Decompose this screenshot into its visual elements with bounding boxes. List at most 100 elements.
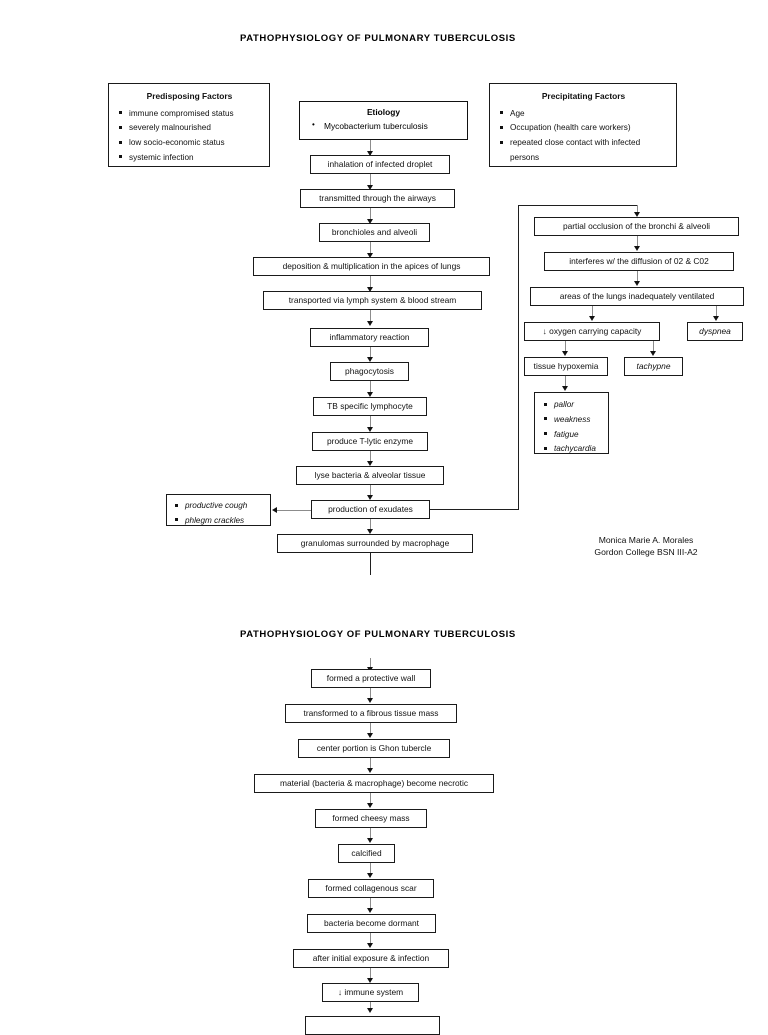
arrow-down-icon	[366, 1008, 373, 1013]
connector-line	[370, 723, 371, 735]
author-credit: Monica Marie A. Morales Gordon College B…	[594, 535, 698, 558]
flow-box-calcified: calcified	[338, 844, 395, 863]
flow-box-lyse-bacteria: lyse bacteria & alveolar tissue	[296, 466, 444, 485]
cough-symptoms-panel: productive cough phlegm crackles	[166, 494, 271, 526]
list-item: fatigue	[543, 428, 602, 441]
connector-line	[370, 519, 371, 531]
connector-line	[370, 451, 371, 464]
precipitating-factors-title: Precipitating Factors	[541, 91, 626, 101]
arrow-down-icon	[366, 838, 373, 843]
list-item: tachycardia	[543, 442, 602, 455]
arrow-down-icon	[366, 427, 373, 432]
flow-box-tb-lymphocyte: TB specific lymphocyte	[313, 397, 427, 416]
list-item: pallor	[543, 398, 602, 411]
connector-line	[592, 306, 593, 318]
arrow-down-icon	[366, 461, 373, 466]
flow-box-ghon-tubercle: center portion is Ghon tubercle	[298, 739, 450, 758]
list-item-continuation: persons	[510, 152, 540, 162]
flow-box-cheesy-mass: formed cheesy mass	[315, 809, 427, 828]
flow-box-tachypne: tachypne	[624, 357, 683, 376]
flow-box-partial-occlusion: partial occlusion of the bronchi & alveo…	[534, 217, 739, 236]
flow-box-transmitted: transmitted through the airways	[300, 189, 455, 208]
list-item: low socio-economic status	[118, 136, 261, 149]
arrow-down-icon	[366, 873, 373, 878]
arrow-down-icon	[633, 281, 640, 286]
connector-line	[370, 793, 371, 805]
connector-line	[370, 242, 371, 256]
arrow-down-icon	[366, 978, 373, 983]
list-item: productive cough	[174, 499, 264, 512]
arrow-down-icon	[633, 212, 640, 217]
arrow-down-icon	[366, 803, 373, 808]
arrow-down-icon	[561, 351, 568, 356]
flow-box-interferes-diffusion: interferes w/ the diffusion of 02 & C02	[544, 252, 734, 271]
flow-box-initial-exposure: after initial exposure & infection	[293, 949, 449, 968]
connector-line	[716, 306, 717, 318]
connector-line	[370, 758, 371, 770]
flow-box-t-lytic: produce T-lytic enzyme	[312, 432, 428, 451]
flow-box-collagenous-scar: formed collagenous scar	[308, 879, 434, 898]
flow-box-exudates: production of exudates	[311, 500, 430, 519]
page-title-bottom: PATHOPHYSIOLOGY OF PULMONARY TUBERCULOSI…	[240, 629, 516, 640]
arrow-down-icon	[366, 287, 373, 292]
hypoxemia-symptoms-panel: pallor weakness fatigue tachycardia	[534, 392, 609, 454]
connector-line	[370, 863, 371, 875]
connector-line	[370, 174, 371, 188]
flow-box-granulomas: granulomas surrounded by macrophage	[277, 534, 473, 553]
flow-box-inflammatory: inflammatory reaction	[310, 328, 429, 347]
connector-line	[277, 510, 311, 511]
arrow-down-icon	[366, 392, 373, 397]
list-item: severely malnourished	[118, 121, 261, 134]
list-item: Occupation (health care workers)	[499, 121, 668, 134]
list-item: repeated close contact with infected	[499, 136, 668, 149]
connector-line	[370, 898, 371, 910]
predisposing-factors-panel: Predisposing Factors immune compromised …	[108, 83, 270, 167]
flow-box-tissue-hypoxemia: tissue hypoxemia	[524, 357, 608, 376]
connector-line	[565, 376, 566, 387]
flow-box-fibrous-tissue: transformed to a fibrous tissue mass	[285, 704, 457, 723]
etiology-item: Mycobacterium tuberculosis	[306, 120, 461, 131]
arrow-down-icon	[633, 246, 640, 251]
etiology-box: Etiology Mycobacterium tuberculosis	[299, 101, 468, 140]
connector-line	[370, 140, 371, 155]
flow-box-dyspnea: dyspnea	[687, 322, 743, 341]
connector-line	[518, 205, 519, 510]
predisposing-factors-title: Predisposing Factors	[146, 91, 233, 101]
connector-line	[370, 416, 371, 429]
arrow-down-icon	[366, 185, 373, 190]
cough-symptoms-list: productive cough phlegm crackles	[174, 499, 264, 527]
connector-line	[370, 485, 371, 498]
list-item: systemic infection	[118, 151, 261, 164]
hypoxemia-symptoms-list: pallor weakness fatigue tachycardia	[543, 398, 602, 456]
arrow-down-icon	[366, 357, 373, 362]
arrow-down-icon	[588, 316, 595, 321]
precipitating-factors-panel: Precipitating Factors Age Occupation (he…	[489, 83, 677, 167]
list-item: weakness	[543, 413, 602, 426]
flow-box-cut-off-bottom	[305, 1016, 440, 1035]
arrow-left-icon	[272, 506, 277, 513]
flow-box-bacteria-dormant: bacteria become dormant	[307, 914, 436, 933]
flow-box-protective-wall: formed a protective wall	[311, 669, 431, 688]
arrow-down-icon	[366, 733, 373, 738]
flow-box-transported: transported via lymph system & blood str…	[263, 291, 482, 310]
connector-line-page-break	[370, 553, 371, 575]
arrow-down-icon	[649, 351, 656, 356]
connector-line	[637, 205, 638, 215]
connector-line	[565, 341, 566, 352]
arrow-down-icon	[561, 386, 568, 391]
flow-box-oxygen-capacity: ↓ oxygen carrying capacity	[524, 322, 660, 341]
page-title-top: PATHOPHYSIOLOGY OF PULMONARY TUBERCULOSI…	[240, 33, 516, 44]
connector-line	[653, 341, 654, 352]
connector-line	[370, 381, 371, 394]
precipitating-factors-list: Age Occupation (health care workers) rep…	[499, 107, 668, 165]
flow-box-immune-system: ↓ immune system	[322, 983, 419, 1002]
connector-line	[370, 658, 371, 669]
connector-line	[637, 236, 638, 249]
connector-line	[370, 688, 371, 700]
list-item: immune compromised status	[118, 107, 261, 120]
connector-line	[370, 828, 371, 840]
connector-line	[370, 276, 371, 290]
flow-box-inhalation: inhalation of infected droplet	[310, 155, 450, 174]
list-item: phlegm crackles	[174, 514, 264, 527]
